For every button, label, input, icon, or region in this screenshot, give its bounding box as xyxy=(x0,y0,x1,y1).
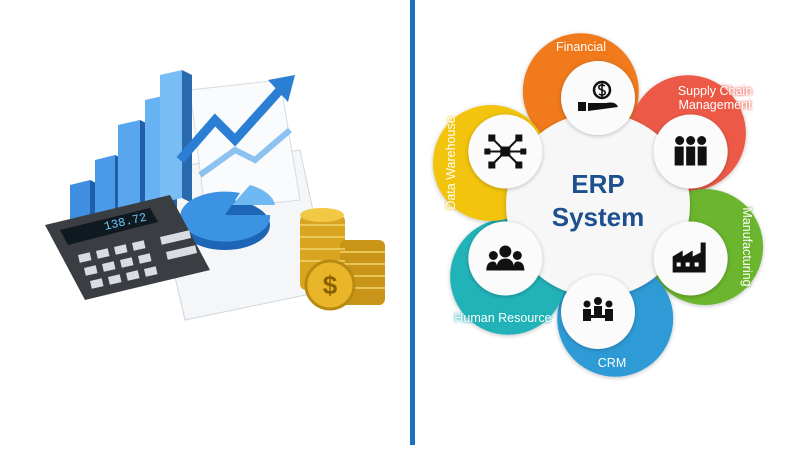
module-label: Financial xyxy=(555,40,607,54)
arrow-head-graphic xyxy=(268,75,295,102)
erp-title-line2: System xyxy=(552,202,645,232)
meeting-icon xyxy=(583,297,613,321)
module-label: CRM xyxy=(597,356,627,370)
pie-chart-graphic xyxy=(180,185,275,250)
divider xyxy=(410,0,415,445)
module-circle xyxy=(468,221,543,296)
erp-title-line1: ERP xyxy=(571,169,624,199)
calculator-graphic: 138.72 xyxy=(45,195,210,300)
module-node[interactable] xyxy=(653,221,728,296)
module-label: Manufacturing xyxy=(740,207,754,287)
erp-center-circle xyxy=(506,113,690,297)
module-label: Human Resource xyxy=(454,311,552,325)
secondary-arrow-graphic xyxy=(198,127,292,178)
hand-dollar-icon xyxy=(578,80,618,111)
trend-arrow-graphic xyxy=(176,86,284,163)
module-node[interactable] xyxy=(561,275,635,349)
module-node[interactable] xyxy=(468,221,543,296)
database-network-icon xyxy=(484,134,527,169)
module-node[interactable] xyxy=(653,114,728,189)
finance-illustration: 138.72 xyxy=(45,70,385,321)
module-label: Supply Chain Management xyxy=(677,84,753,112)
team-group-icon xyxy=(674,136,707,166)
coin-stacks-graphic: $ xyxy=(300,208,385,311)
graph-paper xyxy=(189,79,301,211)
factory-icon xyxy=(672,242,706,273)
dollar-sign: $ xyxy=(323,270,338,300)
module-node[interactable] xyxy=(561,61,635,135)
bar-chart-graphic xyxy=(70,70,192,220)
people-icon xyxy=(486,245,525,271)
module-label: Data Warehouse xyxy=(444,116,458,210)
module-node[interactable] xyxy=(468,114,543,189)
